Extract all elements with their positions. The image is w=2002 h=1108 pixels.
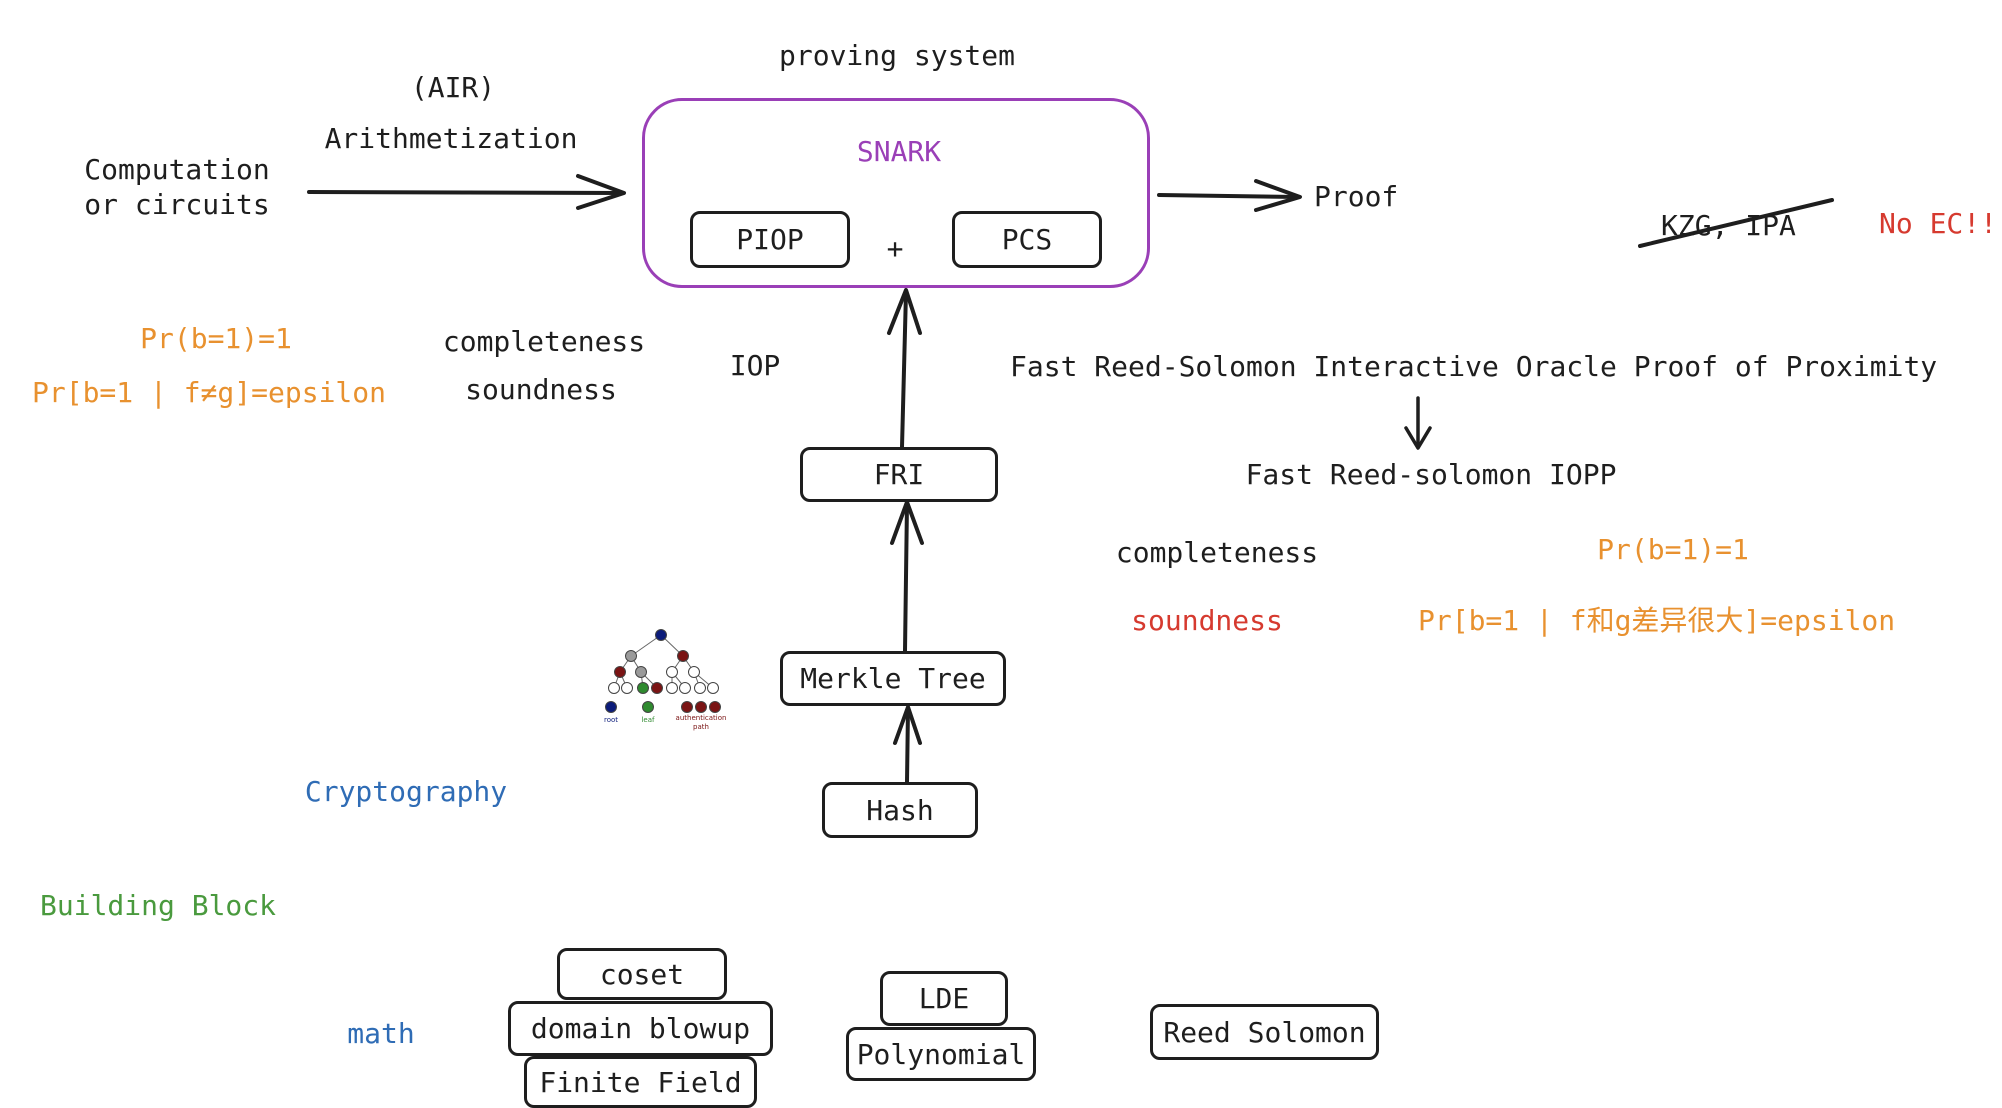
tree-node: [621, 682, 633, 694]
fri-pr-complete: Pr(b=1)=1: [1597, 533, 1749, 566]
finite-field-box: Finite Field: [524, 1056, 757, 1108]
tree-node: [688, 666, 700, 678]
tree-node: [635, 666, 647, 678]
reed-solomon-box: Reed Solomon: [1150, 1004, 1379, 1060]
left-completeness: completeness: [442, 325, 646, 358]
auth-node: [614, 666, 626, 678]
piop-box: PIOP: [690, 211, 850, 268]
fri-pr-sound: Pr[b=1 | f和g差异很大]=epsilon: [1418, 604, 1896, 637]
iop-label: IOP: [729, 349, 781, 382]
tree-node: [625, 650, 637, 662]
lde-box: LDE: [880, 971, 1008, 1026]
auth-node: [677, 650, 689, 662]
auth-node: [651, 682, 663, 694]
legend-auth-dot: [681, 701, 693, 713]
proving-system-label: proving system: [778, 39, 1016, 72]
tree-node: [694, 682, 706, 694]
arrow-computation-to-snark: [307, 174, 626, 210]
legend-root-label: root: [604, 716, 618, 724]
math-label: math: [347, 1017, 415, 1050]
domain-blowup-box: domain blowup: [508, 1001, 773, 1056]
legend-auth-label-1: authentication: [676, 714, 727, 722]
legend-auth-label-2: path: [693, 723, 709, 731]
hash-box: Hash: [822, 782, 978, 838]
tree-node: [666, 682, 678, 694]
legend-auth-dot: [695, 701, 707, 713]
fri-short-name: Fast Reed-solomon IOPP: [1245, 458, 1617, 491]
left-pr-sound: Pr[b=1 | f≠g]=epsilon: [32, 376, 387, 409]
coset-box: coset: [557, 948, 727, 1000]
arithmetization-label: Arithmetization: [324, 122, 578, 155]
fri-soundness: soundness: [1131, 604, 1283, 637]
arrow-fri-to-snark: [887, 288, 922, 449]
arrow-snark-to-proof: [1157, 179, 1302, 212]
tree-node: [707, 682, 719, 694]
air-label: (AIR): [410, 71, 496, 104]
computation-label-line2: or circuits: [84, 188, 270, 221]
polynomial-box: Polynomial: [846, 1027, 1036, 1081]
snark-box: [642, 98, 1150, 288]
left-pr-complete: Pr(b=1)=1: [140, 322, 292, 355]
merkle-tree-box: Merkle Tree: [780, 651, 1006, 706]
no-ec-label: No EC!!: [1879, 207, 1998, 240]
kzg-ipa-label: KZG, IPA: [1661, 209, 1796, 242]
snark-title: SNARK: [856, 135, 942, 168]
legend-auth-dot: [709, 701, 721, 713]
left-soundness: soundness: [465, 373, 617, 406]
arrow-fri-name-down: [1404, 396, 1432, 450]
proof-label: Proof: [1314, 180, 1399, 213]
computation-label-line1: Computation: [84, 153, 270, 186]
tree-node: [666, 666, 678, 678]
arrow-hash-to-merkle: [893, 705, 922, 784]
leaf-node: [637, 682, 649, 694]
building-block-label: Building Block: [39, 889, 277, 922]
root-node: [655, 629, 667, 641]
tree-node: [679, 682, 691, 694]
legend-root-dot: [605, 701, 617, 713]
fri-full-name: Fast Reed-Solomon Interactive Oracle Pro…: [1010, 350, 1938, 383]
arrow-merkle-to-fri: [890, 500, 924, 653]
cryptography-label: Cryptography: [304, 775, 508, 808]
merkle-tree-illustration: root leaf authentication path: [604, 629, 727, 731]
pcs-box: PCS: [952, 211, 1102, 268]
legend-leaf-dot: [642, 701, 654, 713]
legend-leaf-label: leaf: [641, 716, 655, 724]
fri-box: FRI: [800, 447, 998, 502]
tree-node: [608, 682, 620, 694]
fri-completeness: completeness: [1115, 536, 1319, 569]
plus-sign: +: [886, 232, 904, 265]
strikethrough-line: [1638, 198, 1834, 248]
